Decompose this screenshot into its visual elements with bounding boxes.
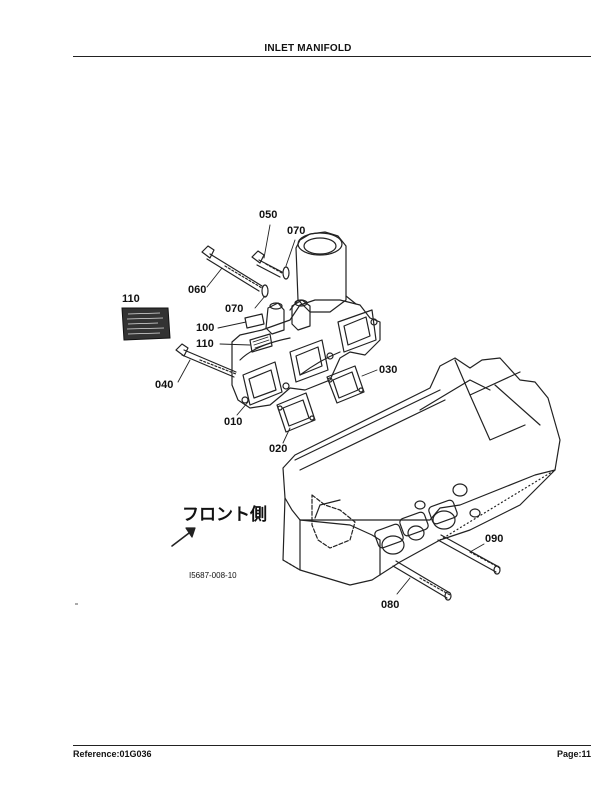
callout-090: 090 (485, 533, 504, 545)
callout-010: 010 (224, 416, 243, 428)
washer-070-lower (261, 284, 269, 298)
page-number: Page:11 (556, 749, 591, 759)
callout-080: 080 (381, 599, 400, 611)
front-direction-arrow (171, 527, 196, 547)
label-110-on-manifold (249, 333, 273, 353)
reference-text: Reference:01G036 (73, 749, 152, 759)
bolt-040 (175, 343, 237, 378)
bolt-060 (201, 245, 263, 292)
page-title: INLET MANIFOLD (264, 43, 352, 54)
front-side-label: フロント側 (182, 505, 267, 525)
inlet-manifold (231, 231, 381, 409)
plate-100 (244, 313, 265, 329)
callout-050: 050 (259, 209, 278, 221)
callout-110-manifold: 110 (196, 338, 214, 350)
washer-070-top (282, 266, 290, 280)
gasket-030 (326, 365, 365, 404)
callout-030: 030 (379, 364, 398, 376)
callout-110-decal: 110 (122, 293, 140, 305)
callout-020: 020 (269, 443, 288, 455)
callout-070-lower: 070 (225, 303, 244, 315)
cylinder-head (282, 357, 561, 586)
footer-rule (73, 745, 591, 746)
stud-080 (392, 560, 452, 601)
bolt-050 (251, 250, 283, 278)
callout-040: 040 (155, 379, 174, 391)
gasket-020 (276, 392, 316, 433)
stud-090 (437, 534, 501, 575)
label-110-decal (121, 307, 171, 341)
callout-070-top: 070 (287, 225, 306, 237)
figure-code: I5687-008-10 (189, 571, 237, 580)
header-rule (73, 56, 591, 57)
callout-060: 060 (188, 284, 207, 296)
callout-100: 100 (196, 322, 215, 334)
